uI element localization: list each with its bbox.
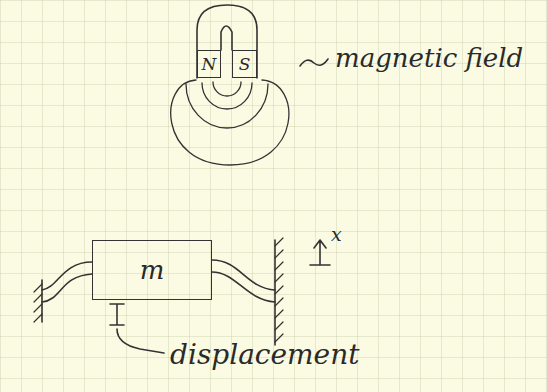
node-text: S — [239, 54, 251, 74]
mass-block: m — [92, 240, 212, 300]
node-text: m — [140, 255, 165, 285]
axis-label: x — [331, 224, 342, 245]
axis-arrow — [310, 240, 330, 265]
right-wall — [275, 238, 283, 345]
displacement-marker — [110, 304, 124, 325]
magnet-pole: S — [232, 50, 257, 78]
field-label: magnetic field — [335, 44, 523, 73]
magnet-pole: N — [197, 50, 221, 78]
field-lines — [171, 80, 289, 165]
leader-squiggle — [300, 59, 328, 66]
displacement-leader — [117, 329, 164, 353]
magnet-body — [197, 5, 257, 78]
node-text: N — [202, 54, 217, 74]
displacement-label: displacement — [170, 340, 359, 371]
left-wall — [34, 280, 42, 322]
